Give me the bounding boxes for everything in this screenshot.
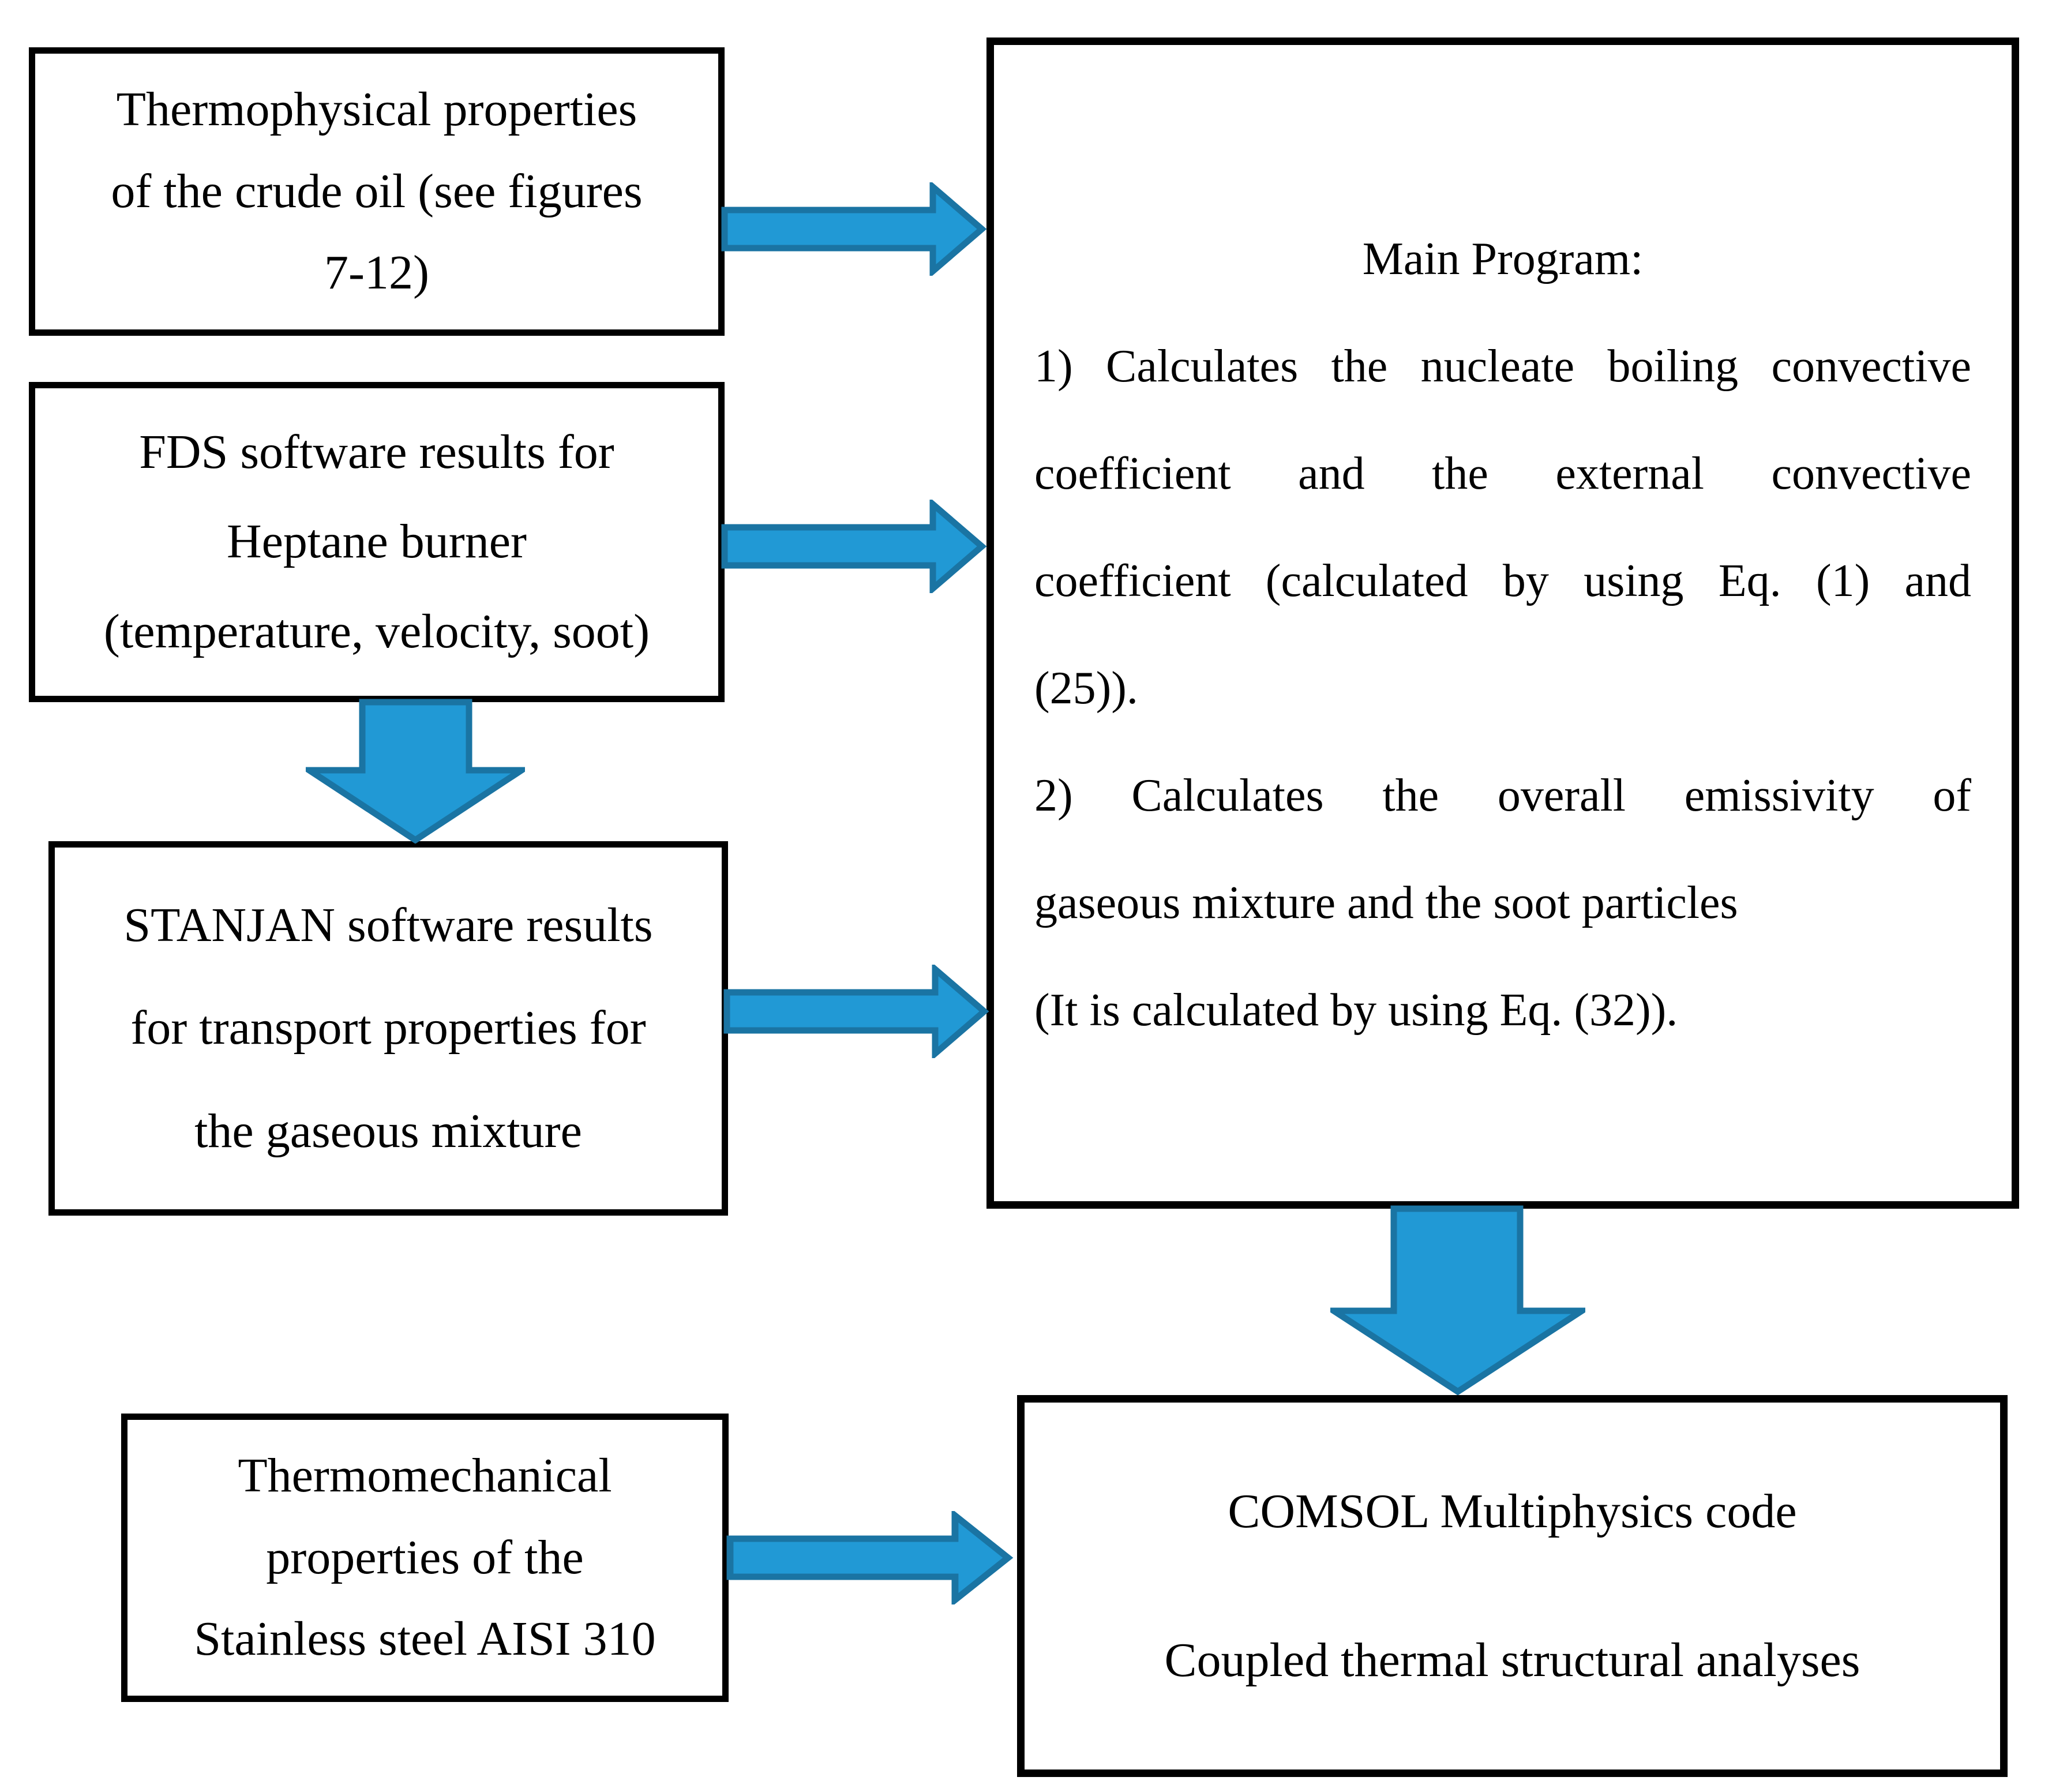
arrow-right-icon [721,182,987,276]
text-line: (temperature, velocity, soot) [103,604,650,658]
node-thermomechanical-properties: Thermomechanical properties of the Stain… [121,1414,729,1702]
text-line: for transport properties for [130,1001,646,1055]
text-line: properties of the [266,1530,584,1584]
arrow-right-icon [723,965,989,1058]
node-fds-software-results: FDS software results for Heptane burner … [29,382,725,702]
text-line: coefficient and the external convective [1034,448,1971,499]
node-stanjan-software-results: STANJAN software results for transport p… [48,841,728,1216]
text-line: FDS software results for [139,425,614,479]
arrow-down-icon [306,699,525,843]
text-line: of the crude oil (see figures [111,164,643,218]
arrow-right-icon [726,1511,1014,1604]
text-line: (It is calculated by using Eq. (32)). [1034,985,1678,1036]
text-line: Thermomechanical [238,1449,612,1503]
text-line: Heptane burner [226,515,527,569]
node-main-program: Main Program: 1) Calculates the nucleate… [986,38,2019,1209]
text-line: (25)). [1034,663,1138,714]
text-line: Stainless steel AISI 310 [194,1612,656,1666]
text-line: COMSOL Multiphysics code [1228,1484,1797,1538]
arrow-down-icon [1330,1205,1585,1395]
text-line: 2) Calculates the overall emissivity of [1034,770,1971,821]
main-program-title: Main Program: [1362,234,1644,284]
text-line: gaseous mixture and the soot particles [1034,878,1738,928]
text-line: Thermophysical properties [116,83,637,137]
node-thermophysical-properties: Thermophysical properties of the crude o… [29,47,725,336]
arrow-right-icon [721,500,987,593]
text-line: Coupled thermal structural analyses [1164,1633,1860,1687]
text-line: coefficient (calculated by using Eq. (1)… [1034,556,1971,606]
text-line: 1) Calculates the nucleate boiling conve… [1034,341,1971,392]
text-line: STANJAN software results [123,898,653,952]
text-line: the gaseous mixture [194,1104,582,1159]
text-line: 7-12) [324,246,429,300]
node-comsol-multiphysics: COMSOL Multiphysics code Coupled thermal… [1017,1395,2008,1777]
